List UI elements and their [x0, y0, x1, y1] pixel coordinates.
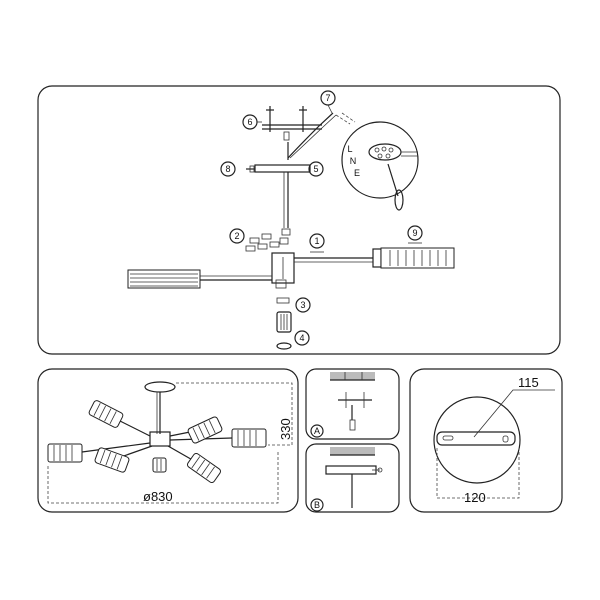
overview-body — [149, 431, 171, 447]
screwdriver — [387, 163, 399, 197]
power-wire — [287, 112, 334, 159]
mount-b-label: B — [310, 498, 324, 512]
svg-text:2: 2 — [234, 231, 239, 241]
svg-text:3: 3 — [300, 300, 305, 310]
part-label-6: 6 — [242, 114, 262, 130]
part-label-4: 4 — [294, 330, 310, 346]
svg-text:8: 8 — [225, 164, 230, 174]
overview-canopy — [144, 381, 176, 393]
svg-text:7: 7 — [325, 93, 330, 103]
plate-leader-line — [473, 389, 555, 438]
mount-b-panel — [305, 443, 400, 513]
mounting-plate — [433, 396, 521, 484]
plate-width-dimension: 120 — [464, 490, 486, 505]
svg-text:1: 1 — [314, 236, 319, 246]
central-body — [271, 252, 295, 284]
svg-text:6: 6 — [247, 117, 252, 127]
mounting-bracket — [262, 106, 322, 141]
terminal-letter-e: E — [354, 168, 360, 178]
part-label-5: 5 — [308, 161, 324, 177]
fittings — [245, 228, 291, 252]
part-label-3: 3 — [295, 297, 311, 313]
terminal-detail-circle — [341, 121, 419, 199]
dimensions-panel — [37, 368, 299, 513]
bulb — [276, 311, 292, 333]
plate-width-dimension-line — [436, 448, 520, 499]
canopy — [254, 164, 311, 173]
lamp-socket-ring — [276, 297, 290, 304]
terminal-letter-l: L — [347, 144, 352, 154]
svg-text:9: 9 — [412, 228, 417, 238]
diameter-dimension: ø830 — [143, 489, 173, 504]
mount-b-drawing — [325, 447, 383, 508]
terminal-letter-n: N — [350, 156, 357, 166]
mount-a-drawing — [330, 372, 375, 431]
part-label-1: 1 — [309, 233, 325, 253]
fixture-overview — [47, 381, 267, 484]
svg-text:5: 5 — [313, 164, 318, 174]
part-label-2: 2 — [229, 228, 245, 244]
part-label-7: 7 — [320, 90, 336, 114]
shade-left — [127, 269, 201, 289]
svg-text:B: B — [314, 500, 320, 510]
end-cap — [276, 342, 292, 350]
height-dimension: 330 — [278, 418, 293, 440]
terminal-block — [368, 143, 402, 161]
plate-outer-dimension: 115 — [518, 375, 539, 390]
part-label-8: 8 — [220, 161, 236, 177]
plate-panel — [409, 368, 563, 513]
diameter-dimension-line — [47, 452, 279, 504]
part-label-9: 9 — [407, 225, 423, 244]
svg-text:A: A — [314, 426, 320, 436]
shade-right — [380, 247, 455, 269]
height-dimension-line — [176, 382, 293, 446]
svg-text:4: 4 — [299, 333, 304, 343]
mount-a-label: A — [310, 424, 324, 438]
assembly-panel — [37, 85, 561, 355]
mount-a-panel — [305, 368, 400, 440]
